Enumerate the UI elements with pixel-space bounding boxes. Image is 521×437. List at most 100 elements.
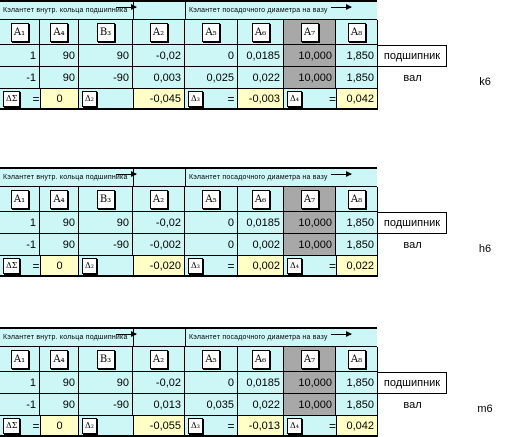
- data-cell[interactable]: 90: [79, 372, 133, 394]
- data-cell[interactable]: 0,022: [238, 394, 284, 416]
- formula-icon: A₄: [50, 189, 68, 209]
- total-value[interactable]: 0,002: [237, 256, 284, 277]
- data-cell[interactable]: 0,025: [185, 67, 238, 89]
- total-value[interactable]: -0,045: [133, 89, 185, 110]
- data-cell[interactable]: -0,002: [133, 234, 185, 256]
- fit-label: k6: [470, 67, 500, 97]
- data-cell[interactable]: 1: [0, 212, 40, 234]
- data-cell[interactable]: 0: [185, 45, 238, 67]
- data-cell[interactable]: 1: [0, 372, 40, 394]
- data-cell[interactable]: 0,022: [238, 67, 284, 89]
- data-cell[interactable]: 0: [185, 212, 238, 234]
- data-cell[interactable]: 1,850: [336, 212, 378, 234]
- data-cell[interactable]: 0,013: [133, 394, 185, 416]
- data-cell[interactable]: 10,000: [284, 212, 336, 234]
- data-cell[interactable]: 90: [79, 212, 133, 234]
- data-cell[interactable]: 90: [40, 45, 79, 67]
- data-cell[interactable]: 0: [185, 372, 238, 394]
- sum-icon: Δ₃: [188, 90, 203, 107]
- section-header-left: Кэлaнтeт внутр. кольца подшипника: [0, 327, 133, 347]
- total-label-cell: Δ₂: [79, 89, 133, 110]
- icon-cell: B₃: [79, 187, 133, 212]
- arrow-right-icon: [331, 4, 352, 10]
- data-cell[interactable]: 0,0185: [238, 212, 284, 234]
- sum-icon: Δ₄: [287, 90, 302, 107]
- icon-cell: A₅: [185, 20, 238, 45]
- data-cell[interactable]: 1,850: [336, 45, 378, 67]
- data-cell[interactable]: 0,002: [238, 234, 284, 256]
- bearing-label: подшипник: [378, 212, 447, 234]
- data-cell[interactable]: 0,0185: [238, 372, 284, 394]
- data-cell[interactable]: 10,000: [284, 234, 336, 256]
- section-header-left: Кэлaнтeт внутр. кольца подшипника: [0, 0, 133, 20]
- data-cell[interactable]: 10,000: [284, 67, 336, 89]
- data-cell[interactable]: 10,000: [284, 45, 336, 67]
- icon-cell: A₆: [238, 347, 284, 372]
- icon-cell: A₅: [185, 187, 238, 212]
- section-header-right: Кэлaнтeт посадочного диaметра на вазу: [185, 167, 377, 187]
- formula-icon: A₁: [10, 349, 29, 369]
- sum-icon: Δ₂: [82, 257, 97, 274]
- data-cell[interactable]: -90: [79, 234, 133, 256]
- data-cell[interactable]: 1: [0, 45, 40, 67]
- data-cell[interactable]: 90: [40, 234, 79, 256]
- data-cell[interactable]: -90: [79, 67, 133, 89]
- data-cell[interactable]: 90: [40, 212, 79, 234]
- data-cell[interactable]: 0: [185, 234, 238, 256]
- data-cell[interactable]: 10,000: [284, 394, 336, 416]
- bearing-label: подшипник: [378, 372, 447, 394]
- formula-icon: A₂: [149, 22, 168, 42]
- total-value[interactable]: 0: [40, 256, 79, 277]
- header-spacer: [133, 327, 185, 347]
- data-cell[interactable]: 10,000: [284, 372, 336, 394]
- formula-icon: A₄: [50, 349, 68, 369]
- arrow-right-icon: [116, 331, 137, 337]
- formula-icon: A₁: [10, 22, 29, 42]
- shaft-label: вал: [378, 394, 447, 416]
- data-cell[interactable]: 1,850: [336, 67, 378, 89]
- sum-icon: ΔΣ: [3, 417, 21, 434]
- total-label-cell: Δ₄: [284, 89, 329, 110]
- fit-label: h6: [470, 234, 500, 264]
- data-cell[interactable]: 0,003: [133, 67, 185, 89]
- data-cell[interactable]: 1,850: [336, 394, 378, 416]
- data-cell[interactable]: 90: [79, 45, 133, 67]
- total-value[interactable]: 0: [40, 89, 79, 110]
- equals-sign: =: [329, 256, 336, 277]
- data-cell[interactable]: -1: [0, 394, 40, 416]
- data-cell[interactable]: -1: [0, 234, 40, 256]
- total-value[interactable]: -0,020: [133, 256, 185, 277]
- data-cell[interactable]: -0,02: [133, 45, 185, 67]
- data-cell[interactable]: 90: [40, 394, 79, 416]
- data-cell[interactable]: -1: [0, 67, 40, 89]
- data-cell[interactable]: 0,035: [185, 394, 238, 416]
- fit-label: m6: [470, 394, 500, 424]
- arrow-right-icon: [116, 4, 137, 10]
- formula-icon: A₆: [251, 189, 270, 209]
- shaft-label: вал: [378, 67, 447, 89]
- data-cell[interactable]: 1,850: [336, 372, 378, 394]
- data-cell[interactable]: 1,850: [336, 234, 378, 256]
- icon-cell: B₃: [79, 20, 133, 45]
- data-cell[interactable]: 0,0185: [238, 45, 284, 67]
- data-cell[interactable]: -0,02: [133, 372, 185, 394]
- formula-icon: A₇: [300, 189, 319, 209]
- data-cell[interactable]: 90: [40, 372, 79, 394]
- sum-icon: Δ₄: [287, 257, 302, 274]
- total-value[interactable]: 0,042: [336, 89, 378, 110]
- icon-cell: A₁: [0, 347, 40, 372]
- data-cell[interactable]: 90: [40, 67, 79, 89]
- icon-cell: A₇: [284, 347, 336, 372]
- total-value[interactable]: -0,003: [237, 89, 284, 110]
- formula-icon: A₈: [347, 349, 366, 369]
- equals-sign: =: [32, 256, 40, 277]
- total-label-cell: Δ₃: [185, 256, 225, 277]
- data-cell[interactable]: -0,02: [133, 212, 185, 234]
- sum-icon: Δ₄: [287, 417, 302, 434]
- total-label-cell: Δ₂: [79, 256, 133, 277]
- total-value[interactable]: 0,022: [336, 256, 378, 277]
- arrow-right-icon: [331, 331, 352, 337]
- icon-cell: B₃: [79, 347, 133, 372]
- data-cell[interactable]: -90: [79, 394, 133, 416]
